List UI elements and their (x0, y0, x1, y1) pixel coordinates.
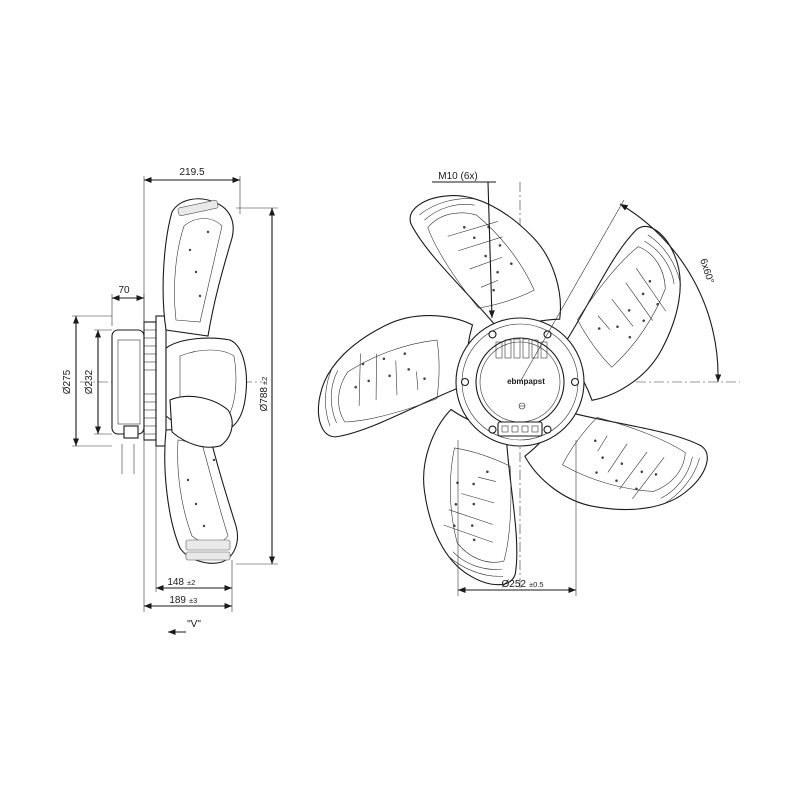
dim-thread: M10 (6x) (438, 171, 477, 182)
mounting-bolts (460, 330, 580, 434)
dim-fan-diameter-group: Ø788 ±2 (259, 377, 270, 412)
front-view: ebmpapst M10 (6x) 6x60° Ø252 ±0.5 (313, 171, 740, 596)
dim-mount-depth: 189 (169, 595, 186, 606)
side-blades (162, 198, 248, 564)
dim-mount-depth-tol: ±3 (189, 596, 197, 605)
terminal-box (497, 421, 543, 437)
dim-angle: 6x60° (697, 257, 715, 285)
front-dimensions (432, 181, 722, 596)
dim-motor-diameter: Ø232 (84, 369, 95, 394)
impeller (313, 178, 720, 595)
dim-hub-depth-tol: ±2 (187, 578, 195, 587)
view-label: "V" (187, 619, 201, 630)
side-view: 219.5 70 Ø275 Ø232 Ø788 ±2 148 ±2 189 ±3… (62, 167, 278, 636)
side-motor (111, 315, 167, 447)
dim-overall-depth: 219.5 (179, 167, 204, 178)
side-dimensions (72, 176, 278, 636)
cooling-ribs (495, 338, 548, 359)
dim-motor-offset: 70 (118, 285, 130, 296)
dim-flange-diameter: Ø275 (62, 369, 73, 394)
brand-logo: ebmpapst (507, 377, 545, 386)
dim-bolt-circle-tol: ±0.5 (529, 580, 544, 589)
dim-bolt-circle: Ø252 (502, 579, 527, 590)
dim-fan-diameter: Ø788 (259, 387, 270, 412)
dim-hub-depth: 148 (167, 577, 184, 588)
dim-fan-diameter-tol: ±2 (260, 377, 269, 385)
